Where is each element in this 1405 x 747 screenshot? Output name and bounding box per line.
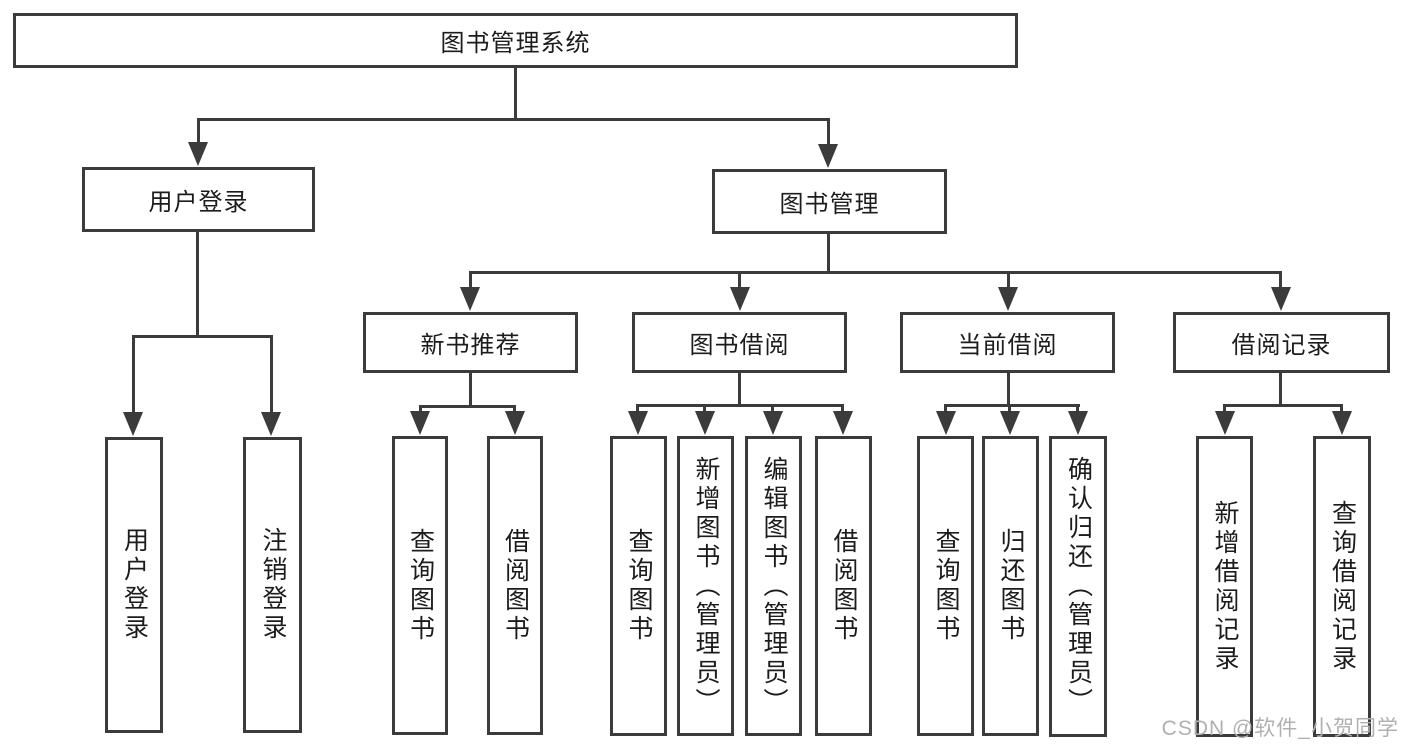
connector-line [270, 335, 273, 417]
connector-line [738, 273, 741, 295]
node-new-book-recommend: 新书推荐 [363, 312, 578, 373]
connector-line [1279, 373, 1282, 405]
arrow-down-icon [1068, 411, 1088, 435]
connector-line [469, 271, 1282, 274]
arrow-down-icon [1271, 287, 1291, 311]
arrow-down-icon [1215, 411, 1235, 435]
arrow-down-icon [123, 412, 143, 436]
connector-line [132, 335, 273, 338]
connector-line [944, 404, 1080, 407]
node-book-management: 图书管理 [712, 169, 947, 234]
connector-line [1007, 373, 1010, 405]
arrow-down-icon [1000, 411, 1020, 435]
node-bb-add-books: 新增图书（管理员） [677, 436, 734, 736]
arrow-down-icon [261, 412, 281, 436]
node-logout-action: 注销登录 [243, 437, 302, 733]
connector-line [738, 373, 741, 406]
connector-line [132, 335, 135, 417]
node-nb-borrow-books: 借阅图书 [487, 436, 543, 735]
node-nb-query-books: 查询图书 [392, 436, 448, 735]
node-bb-edit-books: 编辑图书（管理员） [745, 436, 802, 736]
connector-line [1007, 273, 1010, 295]
connector-line [469, 273, 472, 295]
arrow-down-icon [695, 411, 715, 435]
arrow-down-icon [833, 411, 853, 435]
arrow-down-icon [460, 287, 480, 311]
arrow-down-icon [936, 411, 956, 435]
arrow-down-icon [730, 287, 750, 311]
arrow-down-icon [1332, 411, 1352, 435]
connector-line [197, 118, 200, 158]
connector-line [196, 232, 199, 338]
connector-line [469, 373, 472, 407]
node-cb-query-books: 查询图书 [917, 436, 974, 736]
arrow-down-icon [188, 142, 208, 166]
arrow-down-icon [628, 411, 648, 435]
node-bb-borrow-books: 借阅图书 [815, 436, 872, 736]
connector-line [197, 118, 830, 121]
connector-line [1279, 273, 1282, 295]
node-root: 图书管理系统 [13, 13, 1018, 68]
connector-line [637, 404, 844, 407]
connector-line [419, 405, 516, 408]
node-current-borrow: 当前借阅 [900, 312, 1115, 373]
arrow-down-icon [505, 411, 525, 435]
arrow-down-icon [818, 144, 838, 168]
arrow-down-icon [763, 411, 783, 435]
node-br-add-record: 新增借阅记录 [1196, 436, 1253, 737]
watermark-text: CSDN @软件_小贺同学 [1161, 717, 1399, 740]
node-book-borrow: 图书借阅 [632, 312, 847, 373]
node-user-login-action: 用户登录 [105, 437, 163, 733]
node-borrow-records: 借阅记录 [1173, 312, 1390, 373]
arrow-down-icon [998, 287, 1018, 311]
node-bb-query-books: 查询图书 [610, 436, 667, 736]
connector-line [514, 68, 517, 120]
node-cb-confirm-return: 确认归还（管理员） [1049, 436, 1107, 737]
node-user-login: 用户登录 [82, 167, 315, 232]
connector-line [1223, 404, 1343, 407]
node-br-query-record: 查询借阅记录 [1313, 436, 1371, 737]
connector-line [827, 234, 830, 274]
node-cb-return-books: 归还图书 [982, 436, 1039, 736]
arrow-down-icon [410, 411, 430, 435]
connector-line [827, 118, 830, 160]
